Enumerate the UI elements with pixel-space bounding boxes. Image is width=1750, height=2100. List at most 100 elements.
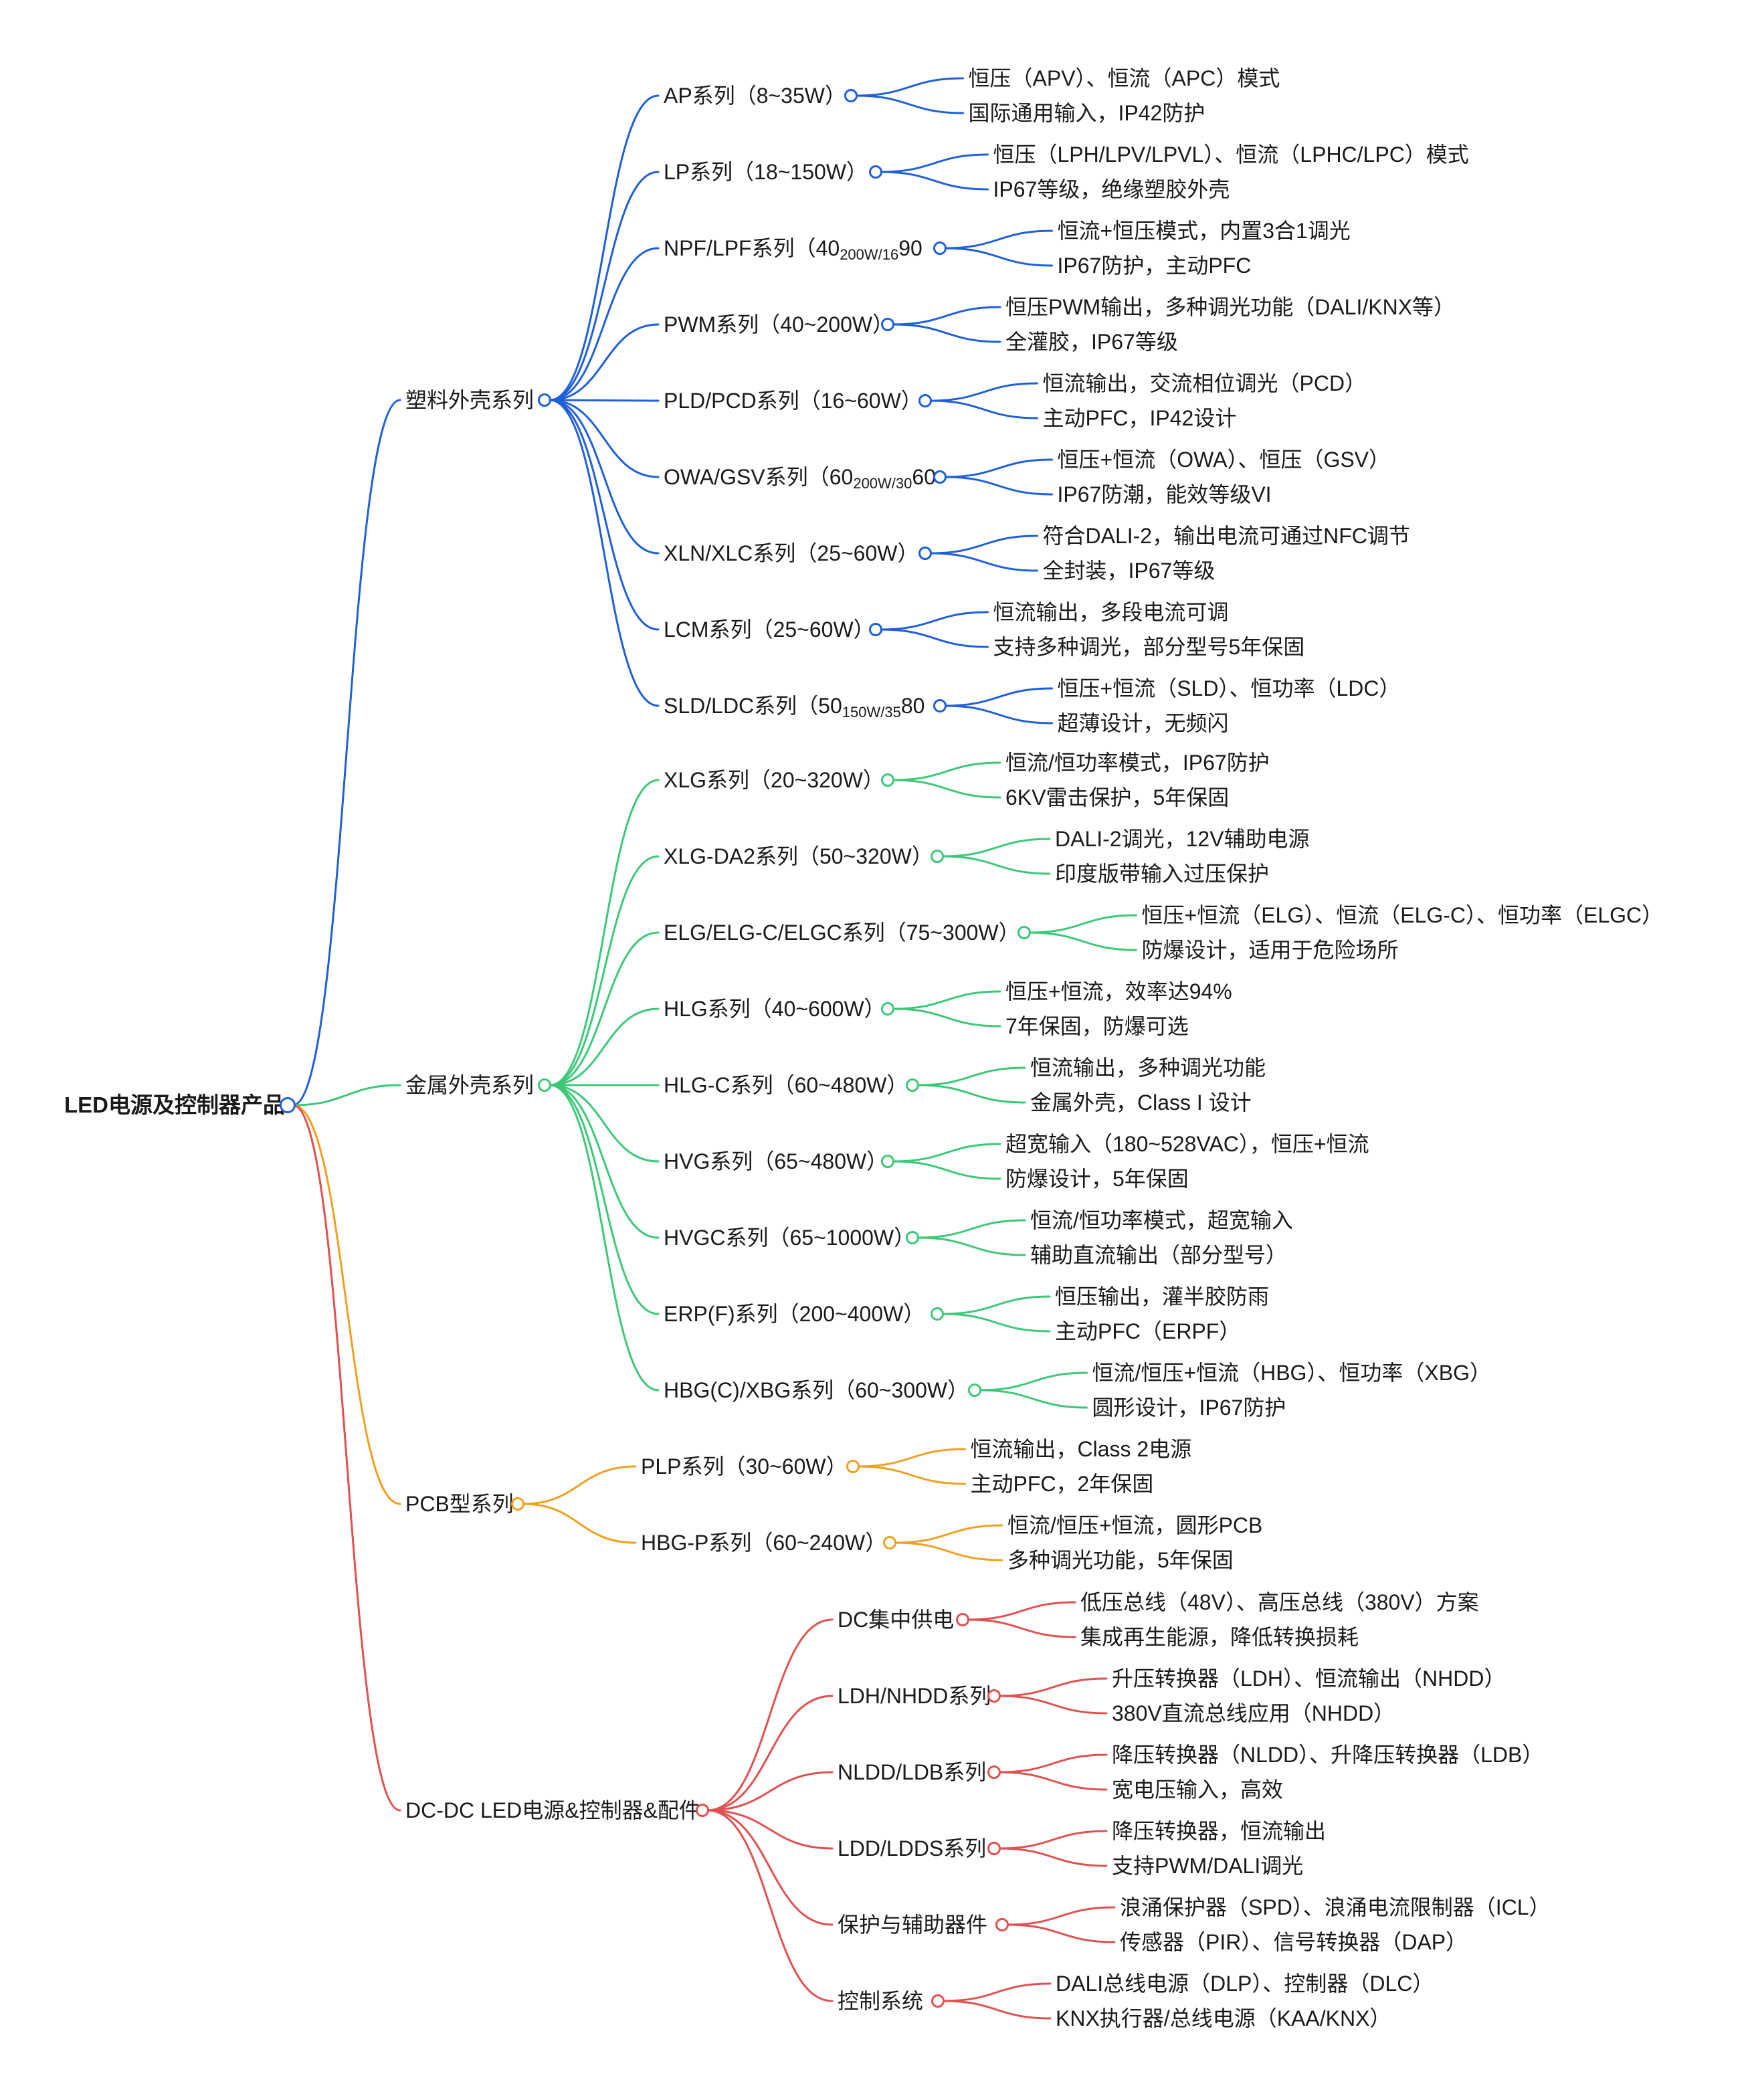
series-connector <box>549 1084 660 1315</box>
detail-connector <box>929 535 1038 555</box>
series-connector <box>706 1695 834 1812</box>
series-node-dot[interactable] <box>881 773 894 787</box>
series-label-text: PLD/PCD系列（16~60W） <box>664 389 922 413</box>
series-label-text: XLN/XLC系列（25~60W） <box>664 541 919 565</box>
branch-connector <box>292 1104 401 1812</box>
series-label: LP系列（18~150W） <box>664 159 868 185</box>
series-label-text: HVG系列（65~480W） <box>664 1149 888 1173</box>
branch-node-dot[interactable] <box>538 393 551 407</box>
branch-connector <box>292 1084 401 1107</box>
detail-connector <box>916 1236 1026 1256</box>
series-label-text: HLG系列（40~600W） <box>664 997 886 1021</box>
series-node-dot[interactable] <box>967 1383 981 1397</box>
series-node-dot[interactable] <box>987 1765 1001 1779</box>
detail-text: 降压转换器，恒流输出 <box>1112 1819 1327 1843</box>
detail-connector <box>998 1847 1108 1867</box>
branch-node-dot[interactable] <box>538 1078 551 1092</box>
detail-connector <box>916 1084 1026 1104</box>
series-connector <box>706 1809 834 1926</box>
detail-connector <box>880 611 989 631</box>
detail-text: 6KV雷击保护，5年保固 <box>1005 785 1230 809</box>
detail-text: 恒流输出，多段电流可调 <box>993 600 1229 624</box>
series-connector <box>549 399 660 555</box>
series-node-dot[interactable] <box>987 1842 1001 1855</box>
branch-label: DC-DC LED电源&控制器&配件 <box>405 1798 700 1822</box>
detail-text: 金属外壳，Class I 设计 <box>1030 1090 1252 1115</box>
series-label-text: AP系列（8~35W） <box>664 84 846 108</box>
series-label-text: PWM系列（40~200W） <box>664 312 894 337</box>
series-node-dot[interactable] <box>931 1307 944 1321</box>
series-node-dot[interactable] <box>881 318 894 331</box>
series-label-tail: 60 <box>912 465 936 489</box>
series-node-dot[interactable] <box>933 699 947 712</box>
detail-connector <box>894 1524 1003 1544</box>
series-node-dot[interactable] <box>881 1002 894 1016</box>
series-label-text: LP系列（18~150W） <box>664 160 868 184</box>
detail-connector <box>942 2000 1052 2020</box>
detail-text: 恒流/恒功率模式，IP67防护 <box>1005 751 1270 775</box>
series-connector <box>549 247 660 401</box>
series-label: ELG/ELG-C/ELGC系列（75~300W） <box>664 919 1020 946</box>
detail-connector <box>944 458 1053 478</box>
detail-connector <box>967 1618 1076 1638</box>
series-connector <box>549 779 660 1086</box>
root-node-label: LED电源及控制器产品 <box>64 1092 285 1117</box>
detail-text: 380V直流总线应用（NHDD） <box>1112 1701 1395 1725</box>
detail-text: 浪涌保护器（SPD）、浪涌电流限制器（ICL） <box>1120 1895 1551 1919</box>
series-node-dot[interactable] <box>1017 926 1031 939</box>
series-connector <box>549 931 660 1086</box>
series-label: PWM系列（40~200W） <box>664 311 894 338</box>
detail-connector <box>929 382 1038 402</box>
detail-connector <box>929 399 1038 419</box>
detail-text: 恒压输出，灌半胶防雨 <box>1055 1284 1270 1309</box>
detail-connector <box>892 1008 1001 1028</box>
branch-label: PCB型系列 <box>405 1492 514 1516</box>
series-label-sub: 150W/35 <box>842 704 901 721</box>
root-node-dot[interactable] <box>280 1097 296 1113</box>
series-node-dot[interactable] <box>918 394 932 407</box>
detail-text: 升压转换器（LDH）、恒流输出（NHDD） <box>1112 1666 1506 1691</box>
detail-connector <box>998 1753 1108 1774</box>
series-node-dot[interactable] <box>868 165 882 179</box>
series-label-text: NLDD/LDB系列 <box>838 1760 987 1784</box>
series-node-dot[interactable] <box>906 1231 919 1244</box>
detail-text: 超宽输入（180~528VAC），恒压+恒流 <box>1005 1132 1369 1156</box>
series-node-dot[interactable] <box>956 1613 969 1626</box>
series-node-dot[interactable] <box>846 1460 860 1473</box>
detail-text: 支持多种调光，部分型号5年保固 <box>993 635 1305 659</box>
series-label-text: 保护与辅助器件 <box>838 1913 988 1937</box>
branch-connector <box>292 1104 401 1505</box>
detail-text: IP67等级，绝缘塑胶外壳 <box>993 177 1230 201</box>
series-label-text: XLG系列（20~320W） <box>664 768 884 792</box>
series-node-dot[interactable] <box>987 1689 1001 1703</box>
detail-text: 恒压+恒流（SLD）、恒功率（LDC） <box>1057 676 1401 700</box>
series-node-dot[interactable] <box>883 1536 896 1549</box>
detail-text: 恒流输出，Class 2电源 <box>970 1437 1192 1461</box>
series-node-dot[interactable] <box>906 1078 919 1092</box>
detail-connector <box>880 153 989 173</box>
series-node-dot[interactable] <box>933 242 947 255</box>
detail-connector <box>941 838 1051 858</box>
series-node-dot[interactable] <box>844 89 858 102</box>
series-node-dot[interactable] <box>881 1155 894 1168</box>
detail-text: 主动PFC（ERPF） <box>1055 1319 1241 1343</box>
series-node-dot[interactable] <box>931 1994 945 2008</box>
series-node-dot[interactable] <box>995 1918 1009 1931</box>
detail-connector <box>944 704 1053 725</box>
detail-connector <box>1028 931 1137 951</box>
series-label: HVGC系列（65~1000W） <box>664 1224 915 1251</box>
series-node-dot[interactable] <box>933 470 947 484</box>
branch-node-dot[interactable] <box>695 1804 709 1817</box>
series-node-dot[interactable] <box>868 623 882 636</box>
branch-node-dot[interactable] <box>510 1497 524 1511</box>
series-node-dot[interactable] <box>918 547 932 560</box>
series-node-dot[interactable] <box>931 850 944 863</box>
series-label-text: PLP系列（30~60W） <box>641 1454 848 1478</box>
series-label-text: NPF/LPF系列（40 <box>664 236 840 260</box>
detail-text: 传感器（PIR）、信号转换器（DAP） <box>1120 1930 1468 1954</box>
detail-text: 恒压（LPH/LPV/LPVL）、恒流（LPHC/LPC）模式 <box>993 142 1469 167</box>
series-connector <box>706 1809 834 2002</box>
series-connector <box>522 1465 637 1505</box>
detail-text: 宽电压输入，高效 <box>1112 1778 1284 1802</box>
